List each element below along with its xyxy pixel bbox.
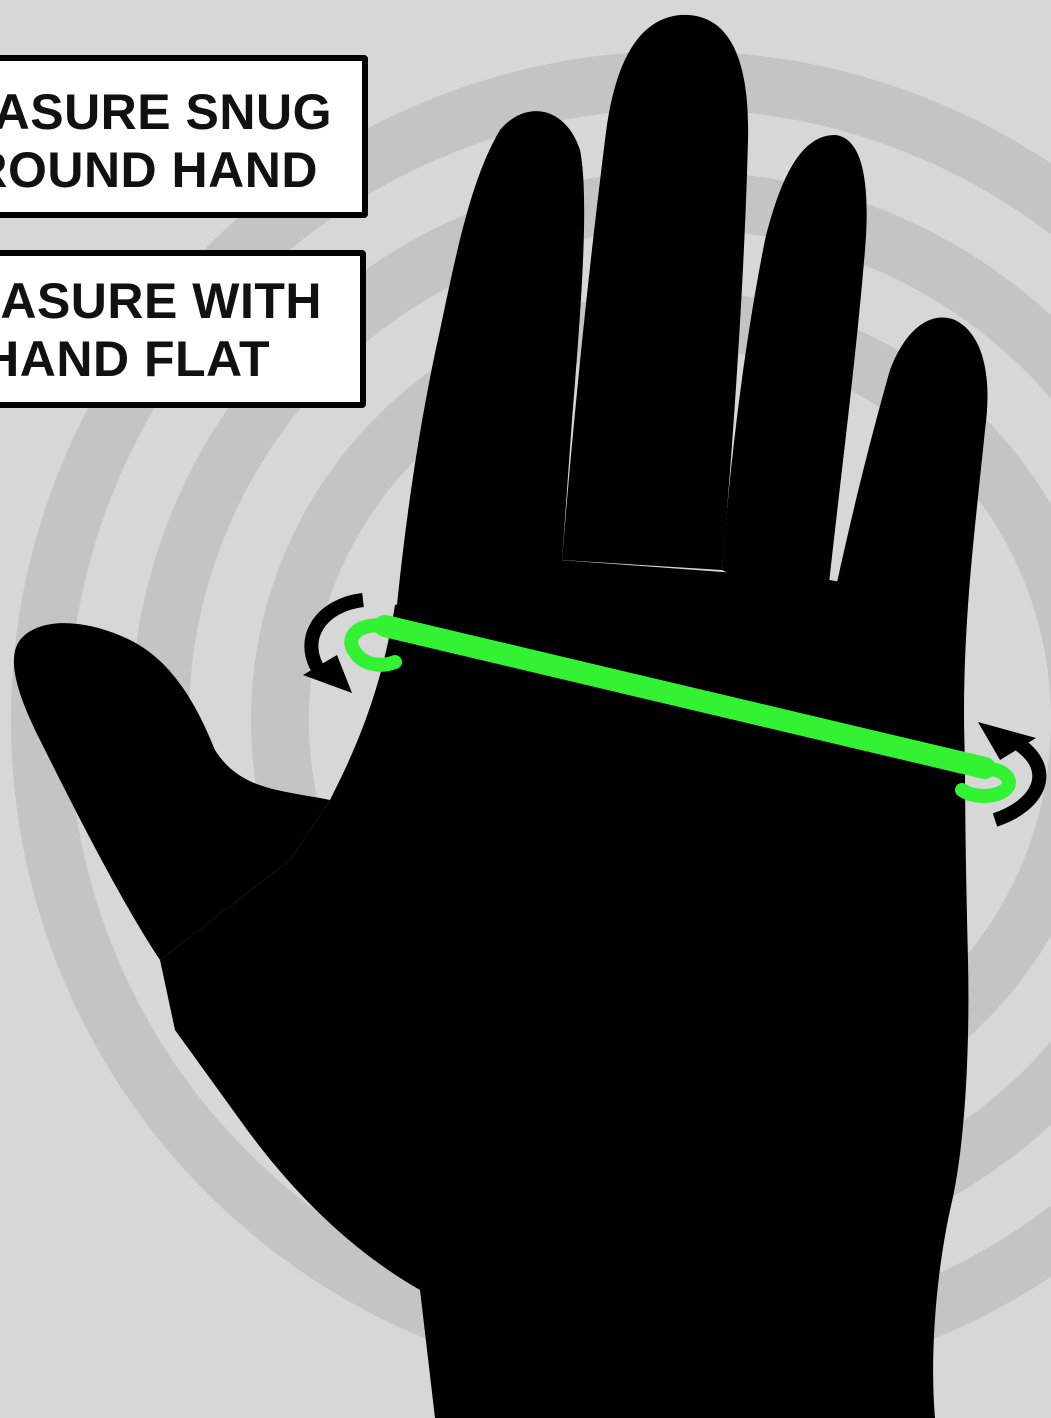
index-finger-shape [395, 111, 584, 625]
instruction-snug-line-2: ROUND HAND [0, 145, 318, 195]
instruction-label-snug: EASURE SNUG ROUND HAND [0, 55, 368, 218]
instruction-flat-line-2: HAND FLAT [0, 334, 270, 384]
instruction-flat-line-1: EASURE WITH [0, 276, 322, 326]
instruction-label-flat: EASURE WITH HAND FLAT [0, 250, 366, 408]
hand-silhouette [14, 15, 988, 1418]
instruction-snug-line-1: EASURE SNUG [0, 87, 332, 137]
